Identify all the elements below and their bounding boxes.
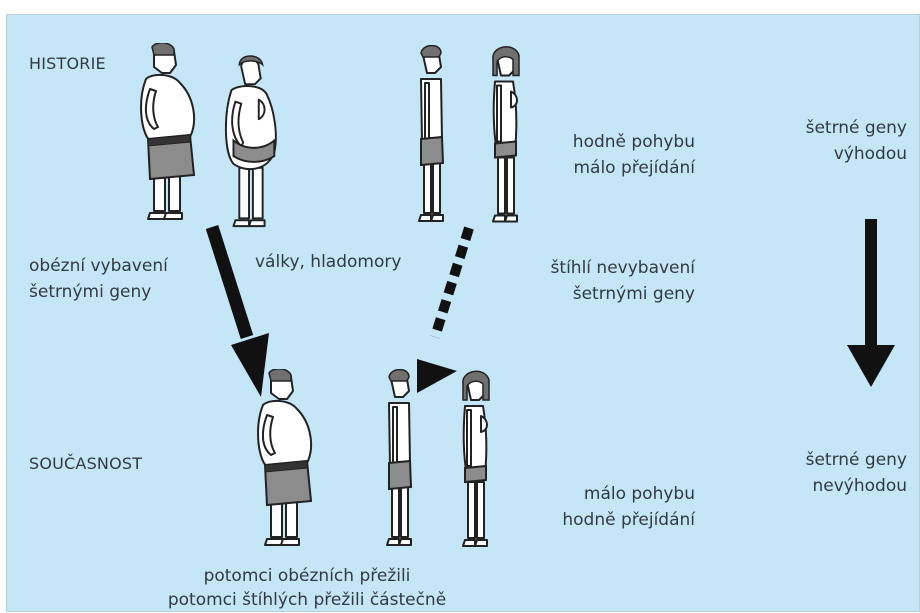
past-obese-woman-figure	[215, 55, 285, 230]
present-lifestyle-text-2: hodně přejídání	[507, 507, 695, 533]
survivors-text-2: potomci štíhlých přežili částečně	[147, 587, 467, 613]
past-lifestyle-text-1: hodně pohybu	[507, 129, 695, 155]
present-label: SOUČASNOST	[29, 451, 142, 477]
past-slim-man-figure	[411, 45, 451, 225]
present-slim-man-figure	[379, 369, 419, 549]
obese-equipped-text-2: šetrnými geny	[29, 279, 151, 305]
history-label: HISTORIE	[29, 51, 106, 77]
present-slim-woman-figure	[453, 369, 497, 551]
present-genes-text-1: šetrné geny	[707, 447, 907, 473]
survivors-text-1: potomci obézních přežili	[147, 563, 467, 589]
right-down-arrow	[847, 219, 895, 387]
slim-text-2: šetrnými geny	[507, 281, 695, 307]
past-obese-man-figure	[132, 43, 202, 223]
wars-famines-text: války, hladomory	[255, 249, 401, 275]
present-genes-text-2: nevýhodou	[707, 473, 907, 499]
present-lifestyle-text-1: málo pohybu	[507, 481, 695, 507]
past-genes-text-2: výhodou	[707, 141, 907, 167]
slim-text-1: štíhlí nevybavení	[507, 255, 695, 281]
present-obese-man-figure	[249, 369, 319, 549]
past-lifestyle-text-2: málo přejídání	[507, 155, 695, 181]
past-genes-text-1: šetrné geny	[707, 115, 907, 141]
obese-equipped-text-1: obézní vybavení	[29, 253, 168, 279]
diagram-canvas: HISTORIE SOUČASNOST obézní vybavení šetr…	[6, 14, 920, 612]
